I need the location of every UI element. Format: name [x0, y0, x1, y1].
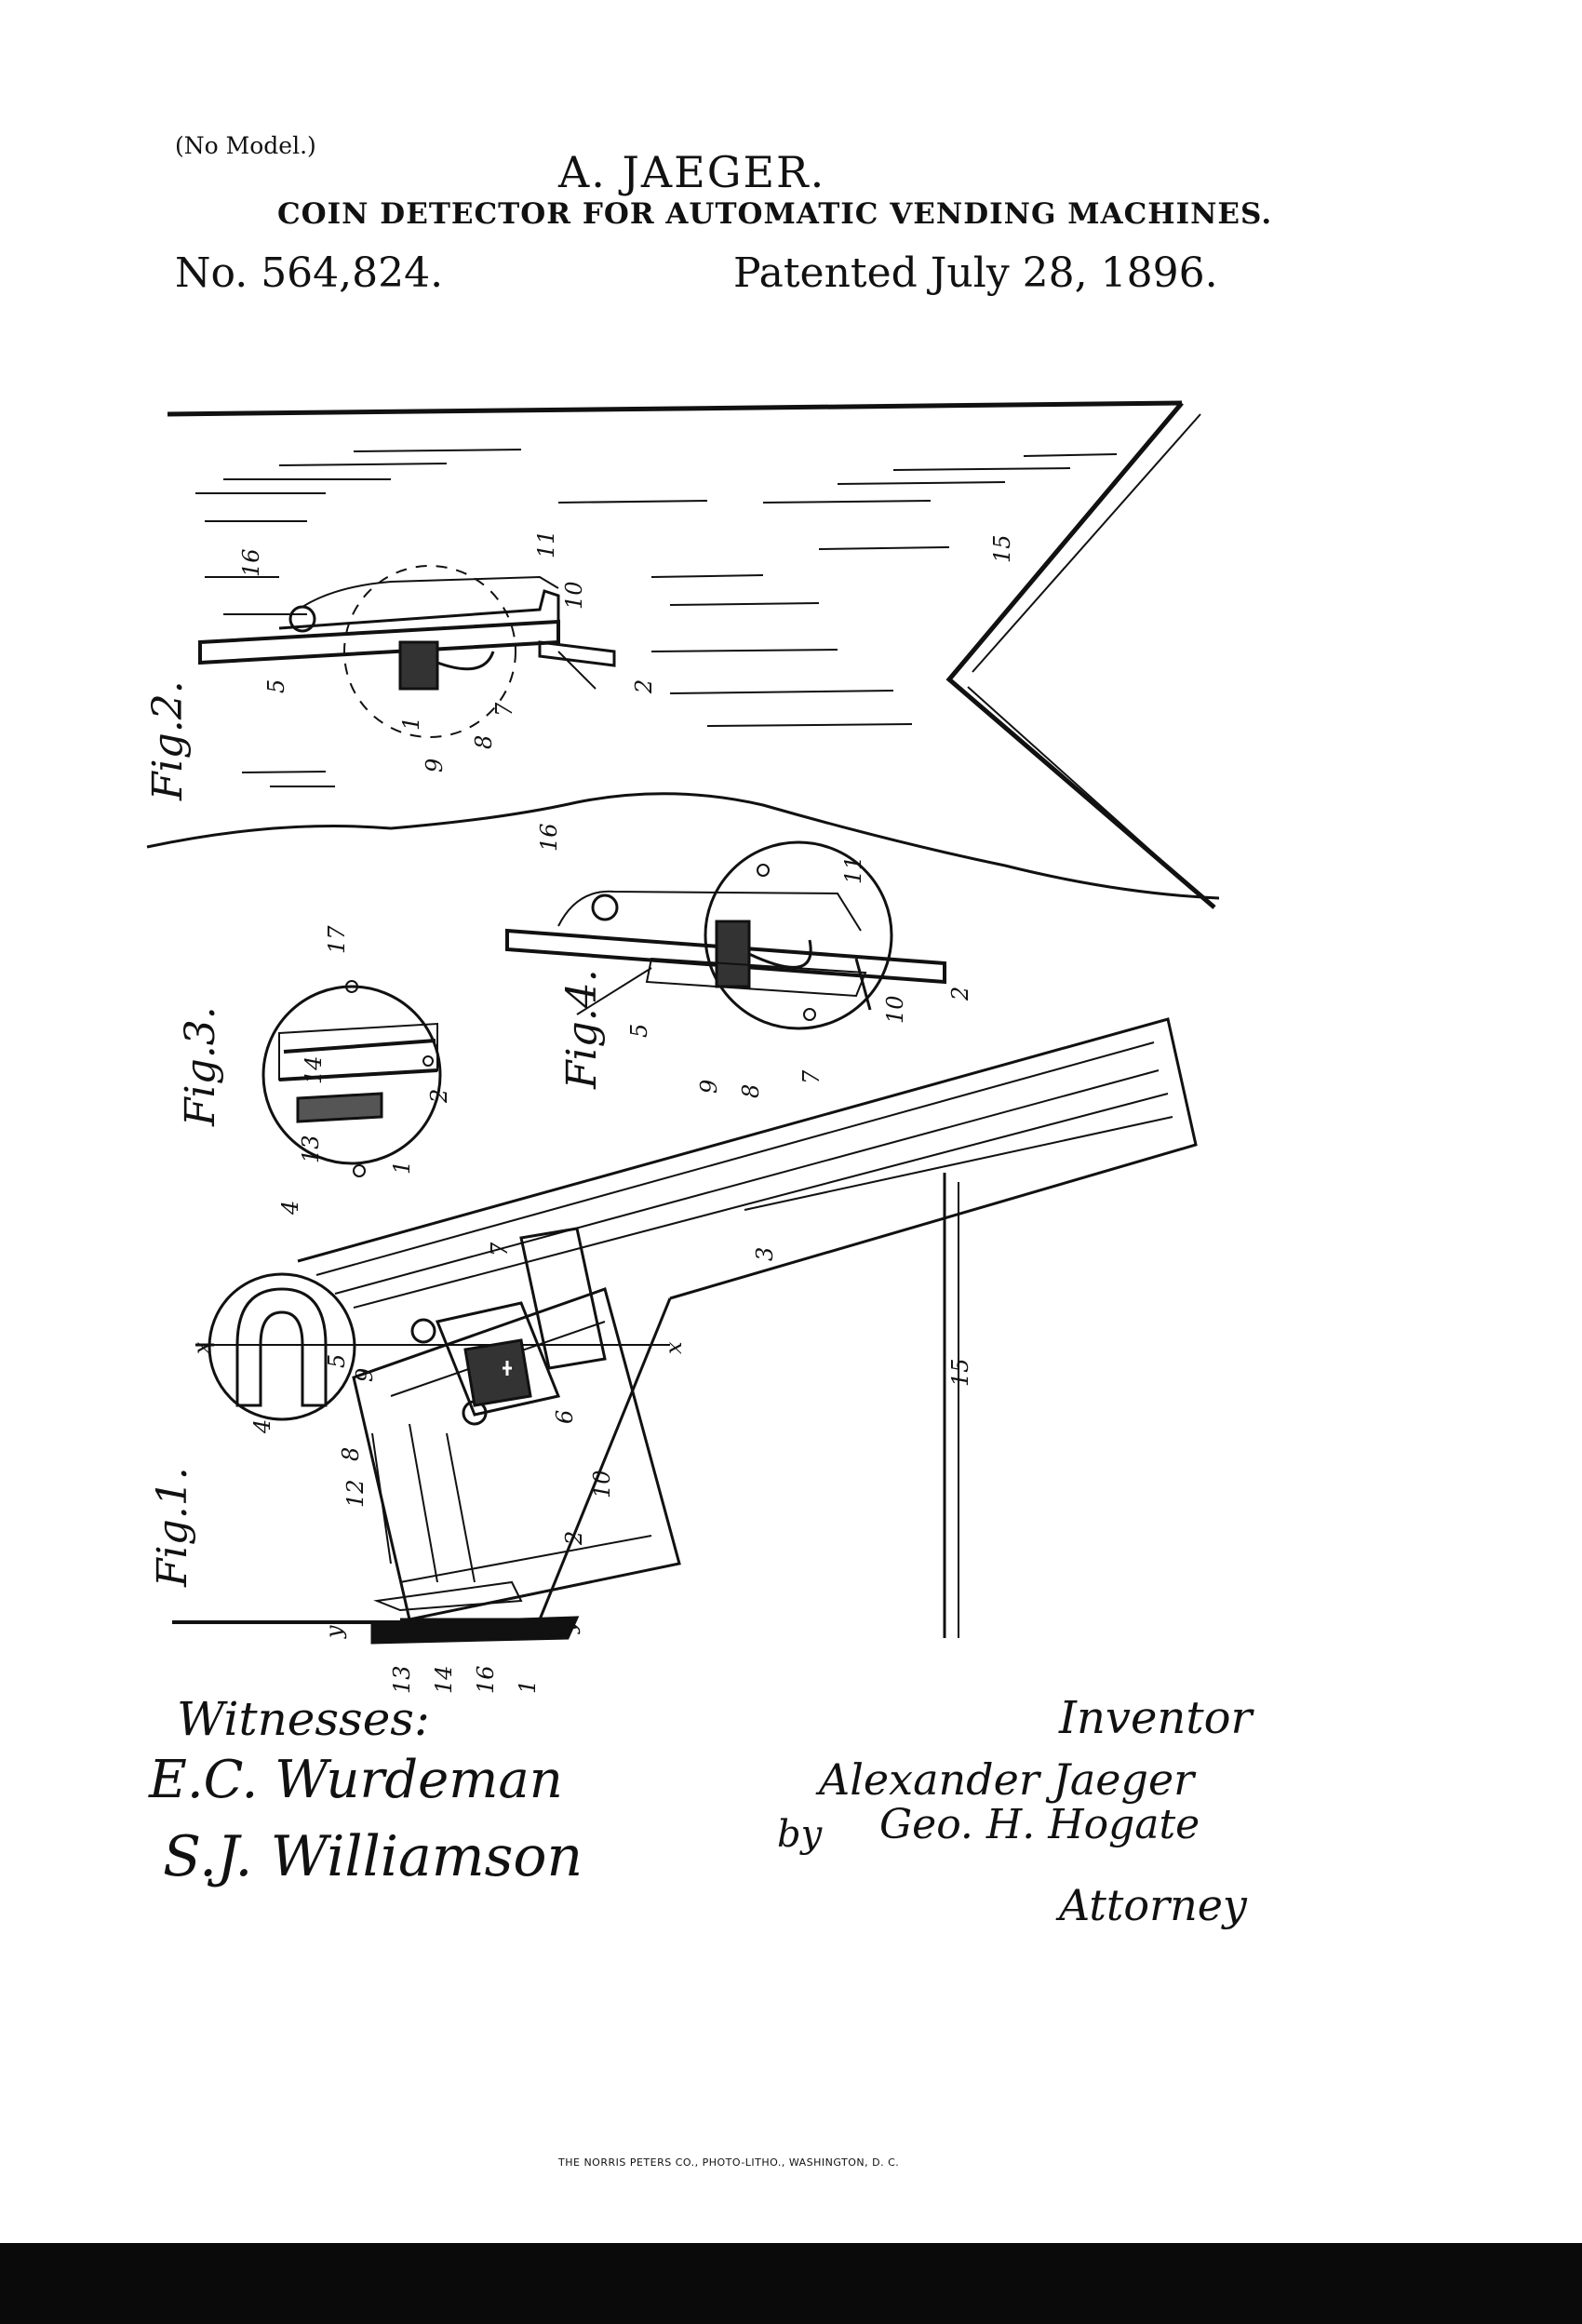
inventor-heading: A. JAEGER.: [558, 147, 826, 197]
ref-10-fig2: 10: [561, 581, 587, 610]
ref-13-fig3: 13: [298, 1135, 324, 1163]
ref-14-fig3: 14: [301, 1055, 327, 1084]
fig4-drawing: [505, 840, 946, 1030]
ref-1-fig1: 1: [515, 1680, 541, 1694]
attorney-label: Attorney: [1059, 1880, 1247, 1930]
ref-7-fig1: 7: [487, 1242, 513, 1256]
ref-14-fig1: 14: [431, 1665, 457, 1694]
ref-5-fig2: 5: [263, 679, 289, 693]
ref-5-fig4: 5: [626, 1024, 652, 1038]
ref-8-fig2: 8: [471, 735, 497, 749]
fig2-label: Fig.2.: [144, 680, 192, 801]
ref-9-fig4: 9: [696, 1080, 722, 1094]
ref-12-fig1: 12: [342, 1479, 369, 1508]
fig3-drawing: [261, 980, 442, 1177]
ref-1-fig3: 1: [389, 1161, 415, 1175]
fig3-label: Fig.3.: [177, 1006, 224, 1127]
ref-15-fig2: 15: [989, 534, 1015, 563]
ref-4-bottom-fig1: 4: [249, 1419, 275, 1434]
attorney-signature: Geo. H. Hogate: [879, 1801, 1200, 1848]
ref-15-fig1: 15: [947, 1358, 973, 1387]
inventor-label: Inventor: [1059, 1692, 1253, 1744]
inventor-signature: Alexander Jaeger: [819, 1754, 1195, 1805]
patent-number: No. 564,824.: [175, 249, 444, 297]
ref-10-fig4: 10: [882, 995, 908, 1024]
ref-2-fig3: 2: [426, 1089, 452, 1104]
ref-5-fig1: 5: [324, 1354, 350, 1368]
no-model-note: (No Model.): [175, 132, 316, 159]
ref-10-fig1: 10: [589, 1470, 615, 1498]
ref-7-fig4: 7: [798, 1069, 825, 1084]
scan-bottom-bar: [0, 2243, 1582, 2324]
ref-2-fig4: 2: [947, 987, 973, 1001]
figure-labels: Fig.2. Fig.3. Fig.4. Fig.1.: [144, 680, 606, 1588]
ref-y-left-fig1: y: [321, 1625, 347, 1639]
ref-4-top-fig1: 4: [277, 1201, 303, 1216]
fig1-drawing: [172, 1017, 1198, 1645]
ref-8-fig4: 8: [738, 1084, 764, 1098]
ref-16-fig4: 16: [536, 823, 562, 852]
ref-17-fig3: 17: [324, 925, 350, 954]
ref-x-left-fig1: x: [189, 1341, 215, 1354]
witness-2-signature: S.J. Williamson: [163, 1824, 583, 1889]
ref-3-fig1: 3: [752, 1247, 778, 1261]
ref-16-fig2: 16: [238, 548, 264, 577]
ref-9-fig2: 9: [422, 759, 448, 772]
ref-2-fig1: 2: [561, 1531, 587, 1546]
witness-1-signature: E.C. Wurdeman: [149, 1750, 563, 1810]
ref-9-fig1: 9: [352, 1368, 378, 1382]
ref-6-fig1: 6: [552, 1410, 578, 1424]
patent-date: Patented July 28, 1896.: [733, 249, 1218, 297]
witnesses-label: Witnesses:: [177, 1692, 430, 1746]
by-label: by: [777, 1813, 823, 1856]
ref-11-fig2: 11: [533, 530, 559, 558]
ref-1-fig2: 1: [398, 717, 424, 731]
ref-13-fig1: 13: [389, 1665, 415, 1694]
fig2-drawing: [146, 400, 1220, 909]
printer-credit: THE NORRIS PETERS CO., PHOTO-LITHO., WAS…: [558, 2156, 900, 2169]
ref-y-right-fig1: y: [555, 1620, 581, 1634]
ref-x-right-fig1: x: [661, 1341, 687, 1354]
fig4-label: Fig.4.: [558, 969, 606, 1090]
ref-7-fig2: 7: [491, 702, 517, 717]
reference-numerals: 16 5 1 9 8 7 11 10 2 15 16 5 9 8 7 11 10…: [189, 530, 1015, 1694]
ref-2-fig2: 2: [631, 679, 657, 694]
ref-11-fig4: 11: [840, 855, 866, 884]
ref-16-fig1: 16: [473, 1665, 499, 1694]
fig1-label: Fig.1.: [149, 1467, 196, 1588]
patent-title: COIN DETECTOR FOR AUTOMATIC VENDING MACH…: [277, 197, 1273, 231]
ref-8-fig1: 8: [338, 1447, 364, 1461]
